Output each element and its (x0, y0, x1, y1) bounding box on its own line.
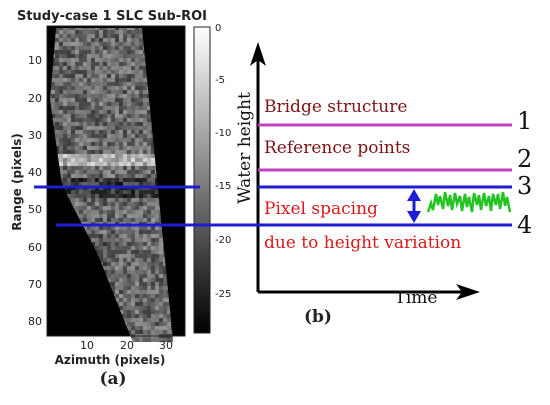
pixel-spacing-label: Pixel spacing (264, 199, 378, 219)
line-number-2: 2 (517, 145, 532, 173)
line-number-3: 3 (517, 172, 532, 200)
range-tick-20: 20 (28, 92, 42, 105)
time-axis-arrow (456, 284, 480, 300)
water-height-axis-label: Water height (235, 92, 255, 204)
line-number-1: 1 (517, 107, 532, 135)
azimuth-tick-20: 20 (120, 339, 134, 352)
height-variation-arrow (407, 189, 421, 223)
water-height-timeseries (426, 191, 512, 213)
range-axis-ticks: 10 20 30 40 50 60 70 80 (28, 54, 42, 328)
azimuth-axis-ticks: 10 20 30 (80, 339, 173, 352)
range-tick-40: 40 (28, 166, 42, 179)
colorbar-tick-minus10: -10 (215, 128, 231, 139)
panel-b: Water height Time (b) Bridge structure R… (235, 42, 532, 327)
range-tick-30: 30 (28, 129, 42, 142)
panel-a-caption: (a) (99, 369, 126, 389)
colorbar-tick-0: 0 (215, 23, 221, 34)
azimuth-axis-label: Azimuth (pixels) (55, 353, 166, 367)
water-height-axis-arrow (250, 42, 266, 66)
sar-image-frame (46, 25, 186, 337)
range-tick-70: 70 (28, 278, 42, 291)
line-number-4: 4 (517, 211, 532, 239)
colorbar-tick-minus5: -5 (215, 75, 225, 86)
range-tick-10: 10 (28, 54, 42, 67)
azimuth-tick-30: 30 (159, 339, 173, 352)
colorbar-tick-minus25: -25 (215, 289, 231, 300)
panel-a: Study-case 1 SLC Sub-ROI 10 20 30 40 50 … (10, 9, 246, 389)
reference-points-label: Reference points (264, 138, 410, 158)
range-tick-50: 50 (28, 203, 42, 216)
range-tick-60: 60 (28, 241, 42, 254)
panel-a-title: Study-case 1 SLC Sub-ROI (17, 9, 207, 24)
height-variation-label: due to height variation (264, 233, 461, 253)
range-tick-80: 80 (28, 315, 42, 328)
time-axis-label: Time (395, 288, 438, 308)
range-axis-label: Range (pixels) (10, 133, 24, 231)
colorbar (193, 26, 211, 334)
colorbar-ticks: 0 -5 -10 -15 -20 -25 (215, 23, 231, 300)
bridge-structure-label: Bridge structure (264, 97, 407, 117)
colorbar-tick-minus20: -20 (215, 235, 231, 246)
azimuth-tick-10: 10 (80, 339, 94, 352)
colorbar-tick-minus15: -15 (215, 181, 231, 192)
panel-b-caption: (b) (304, 307, 332, 327)
